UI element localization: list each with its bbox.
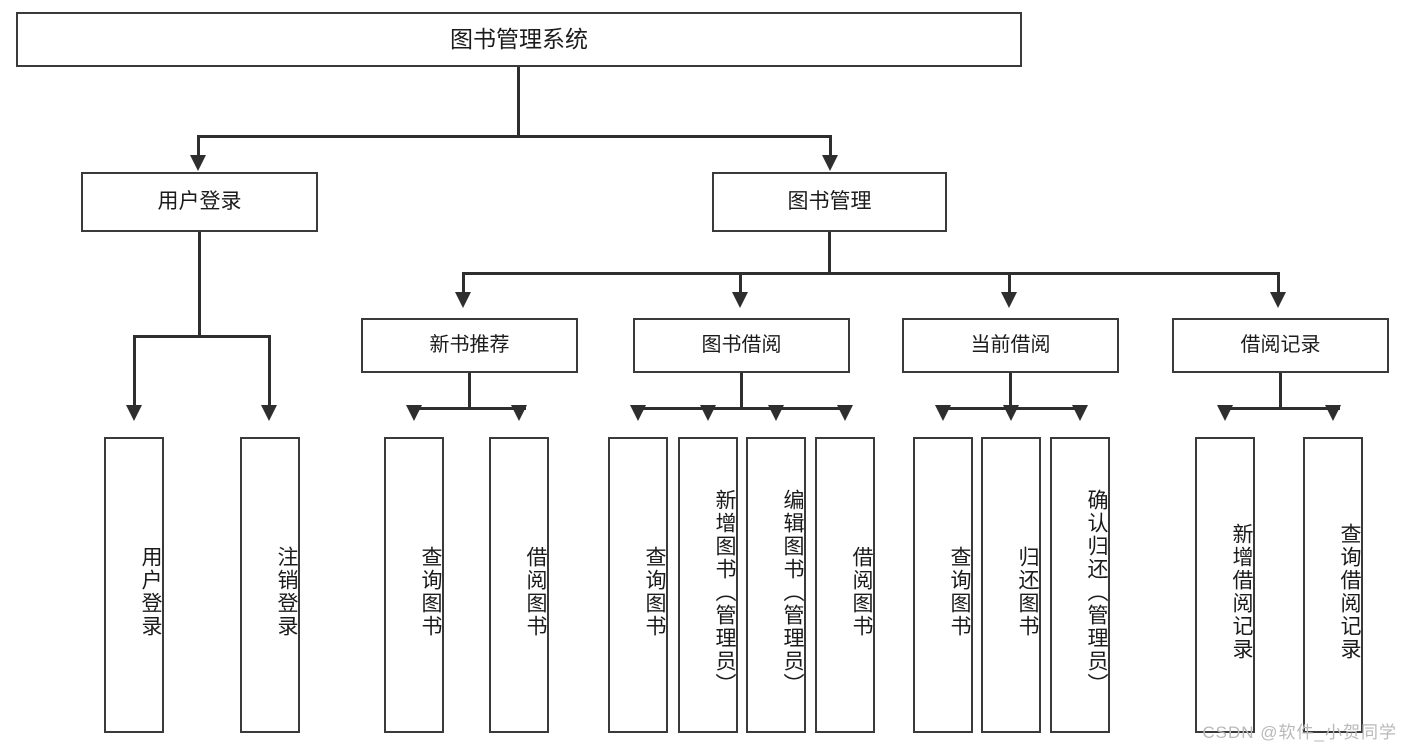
arrow-to-borrow-record [1270,292,1286,308]
node-label: 用户登录 [139,546,162,638]
leaf-book-borrow-borrow[interactable]: 借阅图书 [815,437,875,733]
node-label: 当前借阅 [970,334,1051,356]
node-label: 借阅图书 [524,546,547,638]
leaf-borrow-record-add[interactable]: 新增借阅记录 [1195,437,1255,733]
arrow-borrowrecord-leaf2 [1325,405,1341,421]
arrow-currentborrow-leaf2 [1003,405,1019,421]
node-label: 借阅图书 [850,546,873,638]
edge-root-to-login [197,135,200,157]
node-label: 图书管理系统 [450,26,588,53]
node-label: 用户登录 [157,189,242,213]
node-label: 注销登录 [275,546,298,638]
node-label: 确认归还（管理员） [1085,488,1108,696]
arrow-to-book-management [822,155,838,171]
node-label: 新书推荐 [429,334,510,356]
edge-bookmgmt-down [828,232,831,272]
node-label: 归还图书 [1016,546,1039,638]
node-label: 查询图书 [643,546,666,638]
node-label: 图书借阅 [701,334,782,356]
edge-borrowrecord-down [1279,373,1282,407]
leaf-book-borrow-add[interactable]: 新增图书（管理员） [678,437,738,733]
node-label: 图书管理 [787,189,872,213]
node-label: 查询图书 [948,546,971,638]
leaf-new-book-borrow[interactable]: 借阅图书 [489,437,549,733]
leaf-new-book-query[interactable]: 查询图书 [384,437,444,733]
arrow-bookborrow-leaf3 [768,405,784,421]
node-label: 查询借阅记录 [1338,523,1361,661]
node-book-borrow[interactable]: 图书借阅 [633,318,850,373]
node-label: 编辑图书（管理员） [781,488,804,696]
edge-login-down [198,232,201,335]
leaf-user-login-login[interactable]: 用户登录 [104,437,164,733]
arrow-login-leaf2 [261,405,277,421]
edge-login-to-leaf1 [133,335,136,407]
edge-bookborrow-down [740,373,743,407]
arrow-bookborrow-leaf2 [700,405,716,421]
arrow-to-current-borrow [1001,292,1017,308]
edge-root-down [517,67,520,135]
edge-login-to-leaf2 [268,335,271,407]
edge-borrowrecord-bar [1224,407,1340,410]
node-label: 新增借阅记录 [1230,523,1253,661]
arrow-to-new-book [455,292,471,308]
arrow-currentborrow-leaf1 [935,405,951,421]
edge-root-to-bookmgmt [829,135,832,157]
arrow-newbook-leaf2 [511,405,527,421]
arrow-to-book-borrow [732,292,748,308]
edge-bookmgmt-c1 [462,272,465,294]
edge-bookmgmt-c2 [739,272,742,294]
node-user-login[interactable]: 用户登录 [81,172,318,232]
edge-bookmgmt-bar [462,272,1280,275]
leaf-user-login-logout[interactable]: 注销登录 [240,437,300,733]
node-label: 借阅记录 [1240,334,1321,356]
edge-bookborrow-bar [636,407,844,410]
arrow-newbook-leaf1 [406,405,422,421]
leaf-current-borrow-query[interactable]: 查询图书 [913,437,973,733]
node-label: 新增图书（管理员） [713,488,736,696]
node-root-system[interactable]: 图书管理系统 [16,12,1022,67]
edge-bookmgmt-c3 [1008,272,1011,294]
leaf-borrow-record-query[interactable]: 查询借阅记录 [1303,437,1363,733]
arrow-bookborrow-leaf1 [630,405,646,421]
edge-bookmgmt-c4 [1277,272,1280,294]
edge-currentborrow-down [1009,373,1012,407]
arrow-bookborrow-leaf4 [837,405,853,421]
arrow-to-user-login [190,155,206,171]
node-label: 查询图书 [419,546,442,638]
node-borrow-record[interactable]: 借阅记录 [1172,318,1389,373]
edge-root-bar [197,135,831,138]
leaf-book-borrow-query[interactable]: 查询图书 [608,437,668,733]
edge-newbook-down [468,373,471,407]
arrow-login-leaf1 [126,405,142,421]
edge-newbook-bar [413,407,526,410]
arrow-borrowrecord-leaf1 [1217,405,1233,421]
leaf-book-borrow-edit[interactable]: 编辑图书（管理员） [746,437,806,733]
leaf-current-borrow-return[interactable]: 归还图书 [981,437,1041,733]
node-current-borrow[interactable]: 当前借阅 [902,318,1119,373]
leaf-current-borrow-confirm-return[interactable]: 确认归还（管理员） [1050,437,1110,733]
edge-login-bar [133,335,270,338]
arrow-currentborrow-leaf3 [1072,405,1088,421]
node-book-management[interactable]: 图书管理 [712,172,947,232]
node-new-book-recommend[interactable]: 新书推荐 [361,318,578,373]
